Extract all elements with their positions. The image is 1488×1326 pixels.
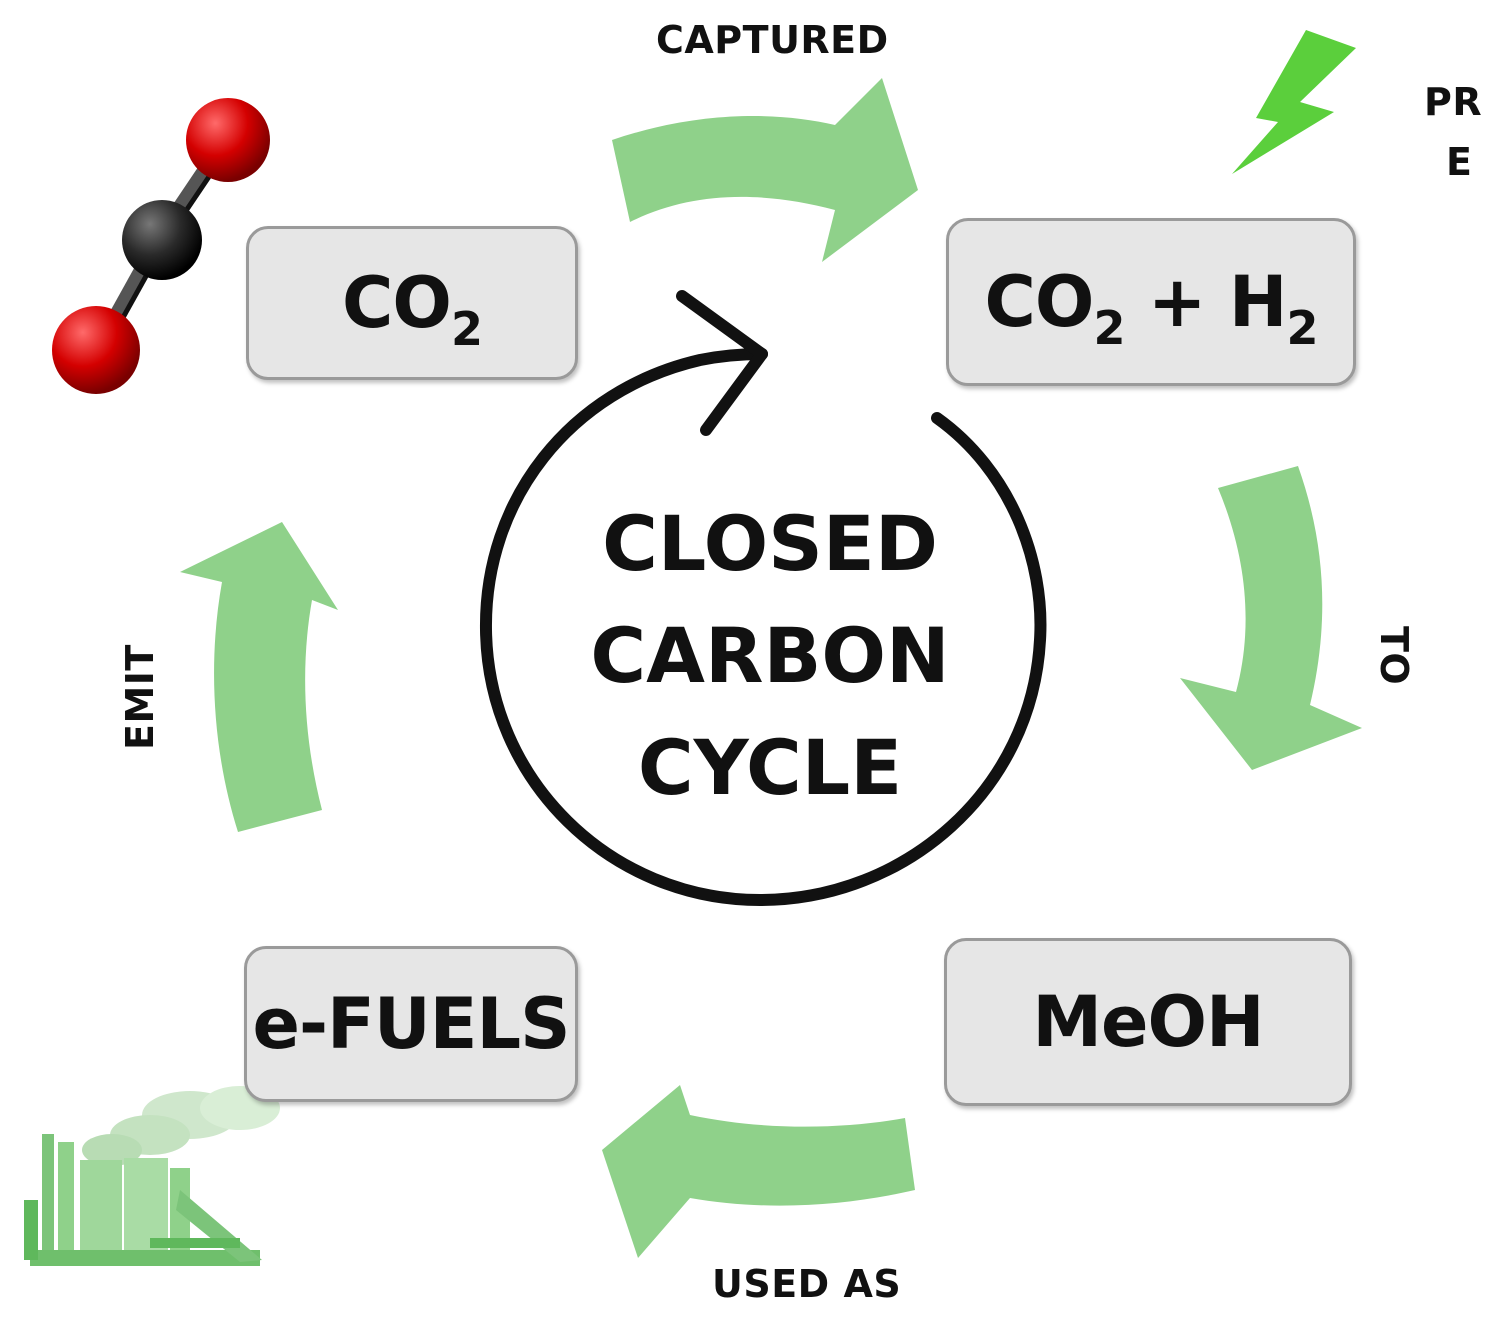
co2-h2-box: CO2 + H2 xyxy=(946,218,1356,386)
to-arrow xyxy=(1180,466,1362,770)
co2-label: CO2 xyxy=(342,262,483,356)
lightning-icon xyxy=(1232,30,1356,174)
captured-arrow xyxy=(612,78,918,262)
efuels-box: e-FUELS xyxy=(244,946,578,1102)
factory-icon xyxy=(24,1086,280,1266)
meoh-label: MeOH xyxy=(1032,981,1264,1063)
center-line-3: CYCLE xyxy=(637,723,903,812)
emit-arrow xyxy=(180,522,338,832)
co2-box: CO2 xyxy=(246,226,578,380)
clipped-label-line1: PR xyxy=(1424,80,1483,124)
cycle-arrow-icon xyxy=(479,290,1047,907)
center-line-1: CLOSED xyxy=(602,499,938,588)
to-label: TO xyxy=(1372,626,1416,686)
center-line-2: CARBON xyxy=(590,611,950,700)
co2-molecule-icon xyxy=(52,98,270,394)
meoh-box: MeOH xyxy=(944,938,1352,1106)
co2-h2-label: CO2 + H2 xyxy=(984,261,1319,355)
used-as-arrow xyxy=(602,1085,915,1258)
center-title: CLOSED CARBON CYCLE xyxy=(560,488,980,824)
emit-label: EMIT xyxy=(118,644,162,750)
used-as-label: USED AS xyxy=(712,1262,902,1306)
captured-label: CAPTURED xyxy=(656,18,889,62)
clipped-label-line2: E xyxy=(1446,140,1473,184)
efuels-label: e-FUELS xyxy=(252,983,570,1065)
